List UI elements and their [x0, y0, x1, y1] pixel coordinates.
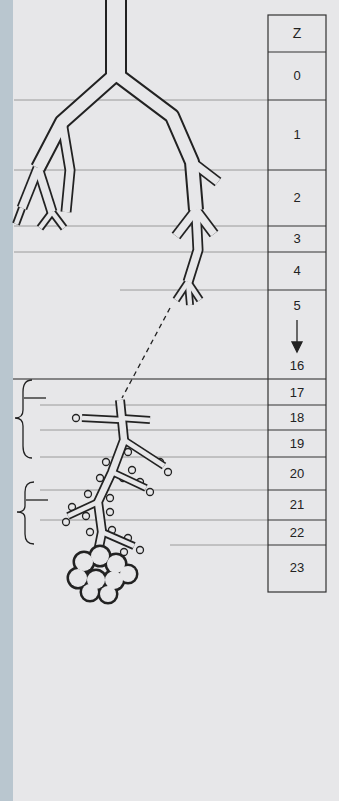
generation-lines: [14, 100, 268, 545]
generation-number: 16: [268, 359, 326, 373]
dashed-continuation: [122, 308, 170, 398]
generation-number: 17: [268, 386, 326, 400]
generation-number: 20: [268, 467, 326, 481]
generation-number: 1: [268, 128, 326, 142]
divider-line: [13, 378, 326, 379]
bracket: [15, 380, 48, 544]
generation-number: 22: [268, 526, 326, 540]
generation-number: 3: [268, 232, 326, 246]
generation-number: 21: [268, 498, 326, 512]
bronchial-tree: [16, 0, 218, 305]
respiratory-tree: [63, 400, 172, 603]
alveolar-sacs: [68, 546, 137, 603]
range-arrow: [292, 320, 302, 352]
column-header: Z: [268, 26, 326, 41]
page-edge: [0, 0, 13, 801]
generation-table: [268, 15, 326, 592]
generation-number: 2: [268, 191, 326, 205]
generation-number: 0: [268, 69, 326, 83]
generation-number: 4: [268, 264, 326, 278]
generation-number: 18: [268, 411, 326, 425]
generation-number: 5: [268, 299, 326, 313]
generation-number: 23: [268, 561, 326, 575]
generation-number: 19: [268, 437, 326, 451]
